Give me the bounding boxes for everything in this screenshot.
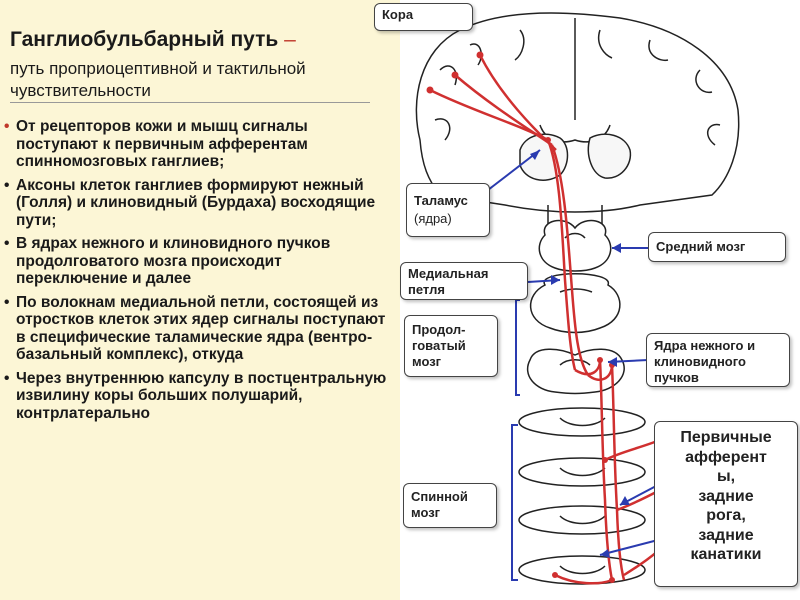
label-afferents-line2: афферент <box>685 448 767 466</box>
label-afferents-line7: канатики <box>690 546 762 563</box>
label-nuclei-line1: Ядра нежного и <box>654 338 756 353</box>
label-afferents-line1: Первичные <box>680 429 772 446</box>
pathway-nodes <box>426 51 615 583</box>
label-cortex-text: Кора <box>382 7 414 22</box>
label-nuclei: Ядра нежного и клиновидного пучков <box>646 333 790 387</box>
label-nuclei-line3: пучков <box>654 370 699 385</box>
label-afferents-line6: задние <box>698 526 754 544</box>
label-afferents-line5: рога, <box>706 507 746 524</box>
label-afferents-line3: ы, <box>716 468 736 485</box>
pons-section <box>529 273 621 334</box>
label-medulla-line2: говатый <box>412 338 466 353</box>
label-midbrain: Средний мозг <box>648 232 786 262</box>
label-medulla-line1: Продол- <box>412 322 466 337</box>
label-thalamus-line2: (ядра) <box>414 211 452 226</box>
label-thalamus: Таламус (ядра) <box>406 183 490 237</box>
title-text: Ганглиобульбарный путь <box>10 28 279 51</box>
label-medulla: Продол- говатый мозг <box>404 315 498 377</box>
title-dash: – <box>284 28 296 51</box>
bullet-item: В ядрах нежного и клиновидного пучков пр… <box>4 235 392 288</box>
label-spinal-cord: Спинной мозг <box>403 483 497 528</box>
label-midbrain-text: Средний мозг <box>656 239 746 254</box>
label-medial-lemniscus-line2: петля <box>408 282 445 297</box>
spinal-sections <box>518 407 646 585</box>
label-spinal-line2: мозг <box>411 505 441 520</box>
label-spinal-line1: Спинной <box>411 489 468 504</box>
label-cortex: Кора <box>374 3 473 31</box>
label-medulla-line3: мозг <box>412 354 442 369</box>
page-subtitle: путь проприоцептивной и тактильной чувст… <box>10 58 370 103</box>
text-panel: Ганглиобульбарный путь – путь проприоцеп… <box>0 0 400 600</box>
label-medial-lemniscus: Медиальная петля <box>400 262 528 300</box>
bullet-item: По волокнам медиальной петли, состоящей … <box>4 294 392 364</box>
label-nuclei-line2: клиновидного <box>654 354 746 369</box>
midbrain-section <box>538 219 612 272</box>
label-afferents-line4: задние <box>698 487 754 505</box>
bullet-list: От рецепторов кожи и мышц сигналы поступ… <box>0 118 392 428</box>
label-primary-afferents: Первичные афферент ы, задние рога, задни… <box>654 421 798 587</box>
arrow-heads <box>530 150 630 558</box>
label-thalamus-line1: Таламус <box>414 193 468 208</box>
page-title: Ганглиобульбарный путь – <box>10 28 395 52</box>
label-medial-lemniscus-line1: Медиальная <box>408 266 489 281</box>
bullet-item: Аксоны клеток ганглиев формируют нежный … <box>4 177 392 230</box>
bullet-item: От рецепторов кожи и мышц сигналы поступ… <box>4 118 392 171</box>
bullet-item: Через внутреннюю капсулу в постцентральн… <box>4 370 392 423</box>
